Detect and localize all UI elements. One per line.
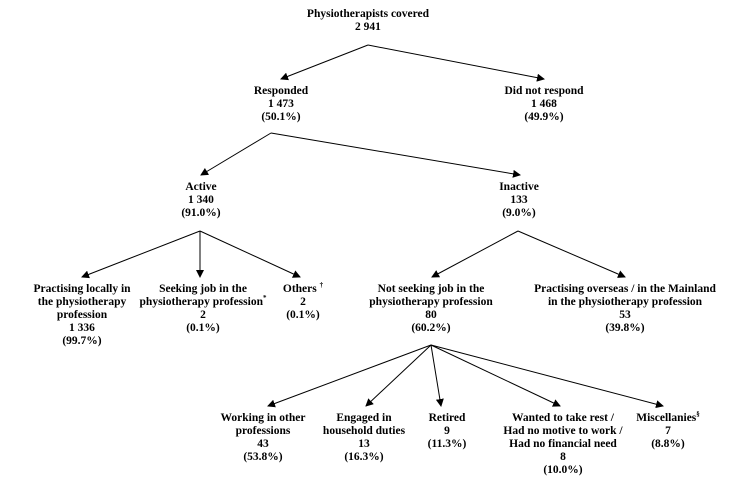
node-count: 2	[200, 309, 206, 321]
edge-notseeking-other-prof	[267, 344, 432, 408]
footnote-mark: *	[262, 294, 267, 303]
node-not-seeking-job: Not seeking job in the physiotherapy pro…	[369, 283, 492, 335]
node-did-not-respond: Did not respond 1 468 (49.9%)	[504, 85, 583, 124]
edge-responded-inactive	[270, 132, 521, 178]
node-count: 1 336	[69, 322, 95, 334]
node-label: Active	[185, 181, 217, 193]
node-retired: Retired 9 (11.3%)	[428, 412, 467, 451]
node-percent: (8.8%)	[651, 438, 685, 450]
node-take-rest: Wanted to take rest / Had no motive to w…	[503, 412, 622, 477]
node-label-line1: Practising locally in	[33, 283, 131, 295]
node-percent: (11.3%)	[427, 438, 467, 450]
node-label-line2: physiotherapy profession	[139, 296, 263, 308]
node-label-line1: Practising overseas / in the Mainland	[534, 283, 716, 295]
edge-notseeking-misc	[430, 344, 664, 409]
node-percent: (0.1%)	[186, 322, 220, 334]
node-count: 2	[300, 296, 306, 308]
node-count: 1 340	[188, 194, 214, 206]
node-label: Did not respond	[504, 85, 584, 97]
edge-active-others	[199, 230, 301, 278]
edge-responded-active	[200, 132, 272, 176]
footnote-mark: †	[319, 281, 324, 290]
node-percent: (9.0%)	[502, 207, 536, 219]
node-label-line1: Engaged in	[336, 412, 392, 424]
node-count: 8	[560, 451, 566, 463]
node-active: Active 1 340 (91.0%)	[181, 181, 220, 220]
node-count: 133	[510, 194, 528, 206]
node-label: Retired	[428, 412, 466, 424]
node-count: 53	[619, 309, 631, 321]
node-percent: (49.9%)	[524, 111, 564, 123]
node-label-line1: Working in other	[220, 412, 306, 424]
node-miscellanies: Miscellanies§ 7 (8.8%)	[636, 410, 700, 451]
node-count: 9	[444, 425, 450, 437]
edge-inactive-overseas	[517, 230, 626, 278]
node-percent: (99.7%)	[62, 335, 102, 347]
node-practising-overseas: Practising overseas / in the Mainland in…	[534, 283, 716, 335]
node-label-line1: Seeking job in the	[159, 283, 247, 295]
edge-notseeking-rest	[430, 344, 561, 407]
node-percent: (60.2%)	[411, 322, 451, 334]
node-count: 1 473	[268, 98, 294, 110]
node-count: 7	[665, 425, 671, 437]
node-physiotherapists-covered: Physiotherapists covered 2 941	[307, 8, 429, 34]
node-count: 43	[257, 438, 269, 450]
node-label: Physiotherapists covered	[306, 8, 430, 20]
node-label-line3: Had no financial need	[509, 438, 617, 450]
node-label: Miscellanies	[636, 412, 697, 424]
node-label-line2: in the physiotherapy profession	[547, 296, 703, 308]
node-count: 1 468	[531, 98, 557, 110]
footnote-mark: §	[696, 410, 700, 419]
node-percent: (50.1%)	[261, 111, 301, 123]
node-percent: (53.8%)	[243, 451, 283, 463]
edge-notseeking-retired	[430, 344, 444, 407]
node-label-line1: Wanted to take rest /	[511, 412, 614, 424]
edge-inactive-not-seeking	[431, 230, 519, 278]
node-label-line2: physiotherapy profession	[369, 296, 493, 308]
node-count: 13	[358, 438, 370, 450]
node-label-line2: Had no motive to work /	[503, 425, 623, 437]
node-label-line1: Not seeking job in the	[377, 283, 485, 295]
node-count: 2 941	[355, 21, 381, 33]
node-percent: (10.0%)	[543, 464, 583, 476]
node-label: Inactive	[499, 181, 539, 193]
node-percent: (39.8%)	[605, 322, 645, 334]
edge-covered-not-respond	[367, 44, 545, 82]
node-label-line2: professions	[235, 425, 291, 437]
node-count: 80	[425, 309, 437, 321]
edge-covered-responded	[280, 44, 369, 81]
node-percent: (0.1%)	[286, 309, 320, 321]
node-label-line2: the physiotherapy	[37, 296, 127, 308]
node-others: Others † 2 (0.1%)	[282, 281, 324, 322]
node-practising-locally: Practising locally in the physiotherapy …	[33, 283, 130, 348]
node-percent: (16.3%)	[344, 451, 384, 463]
node-label: Responded	[253, 85, 309, 97]
node-household-duties: Engaged in household duties 13 (16.3%)	[323, 412, 405, 464]
node-label-line3: profession	[56, 309, 108, 321]
edge-notseeking-household	[365, 344, 432, 407]
node-label-line2: household duties	[322, 425, 406, 437]
edge-active-practising	[81, 230, 201, 279]
node-percent: (91.0%)	[181, 207, 221, 219]
node-seeking-job: Seeking job in the physiotherapy profess…	[140, 283, 267, 335]
node-working-other-professions: Working in other professions 43 (53.8%)	[221, 412, 306, 464]
node-responded: Responded 1 473 (50.1%)	[254, 85, 308, 124]
node-label: Others	[282, 283, 317, 295]
node-inactive: Inactive 133 (9.0%)	[499, 181, 539, 220]
